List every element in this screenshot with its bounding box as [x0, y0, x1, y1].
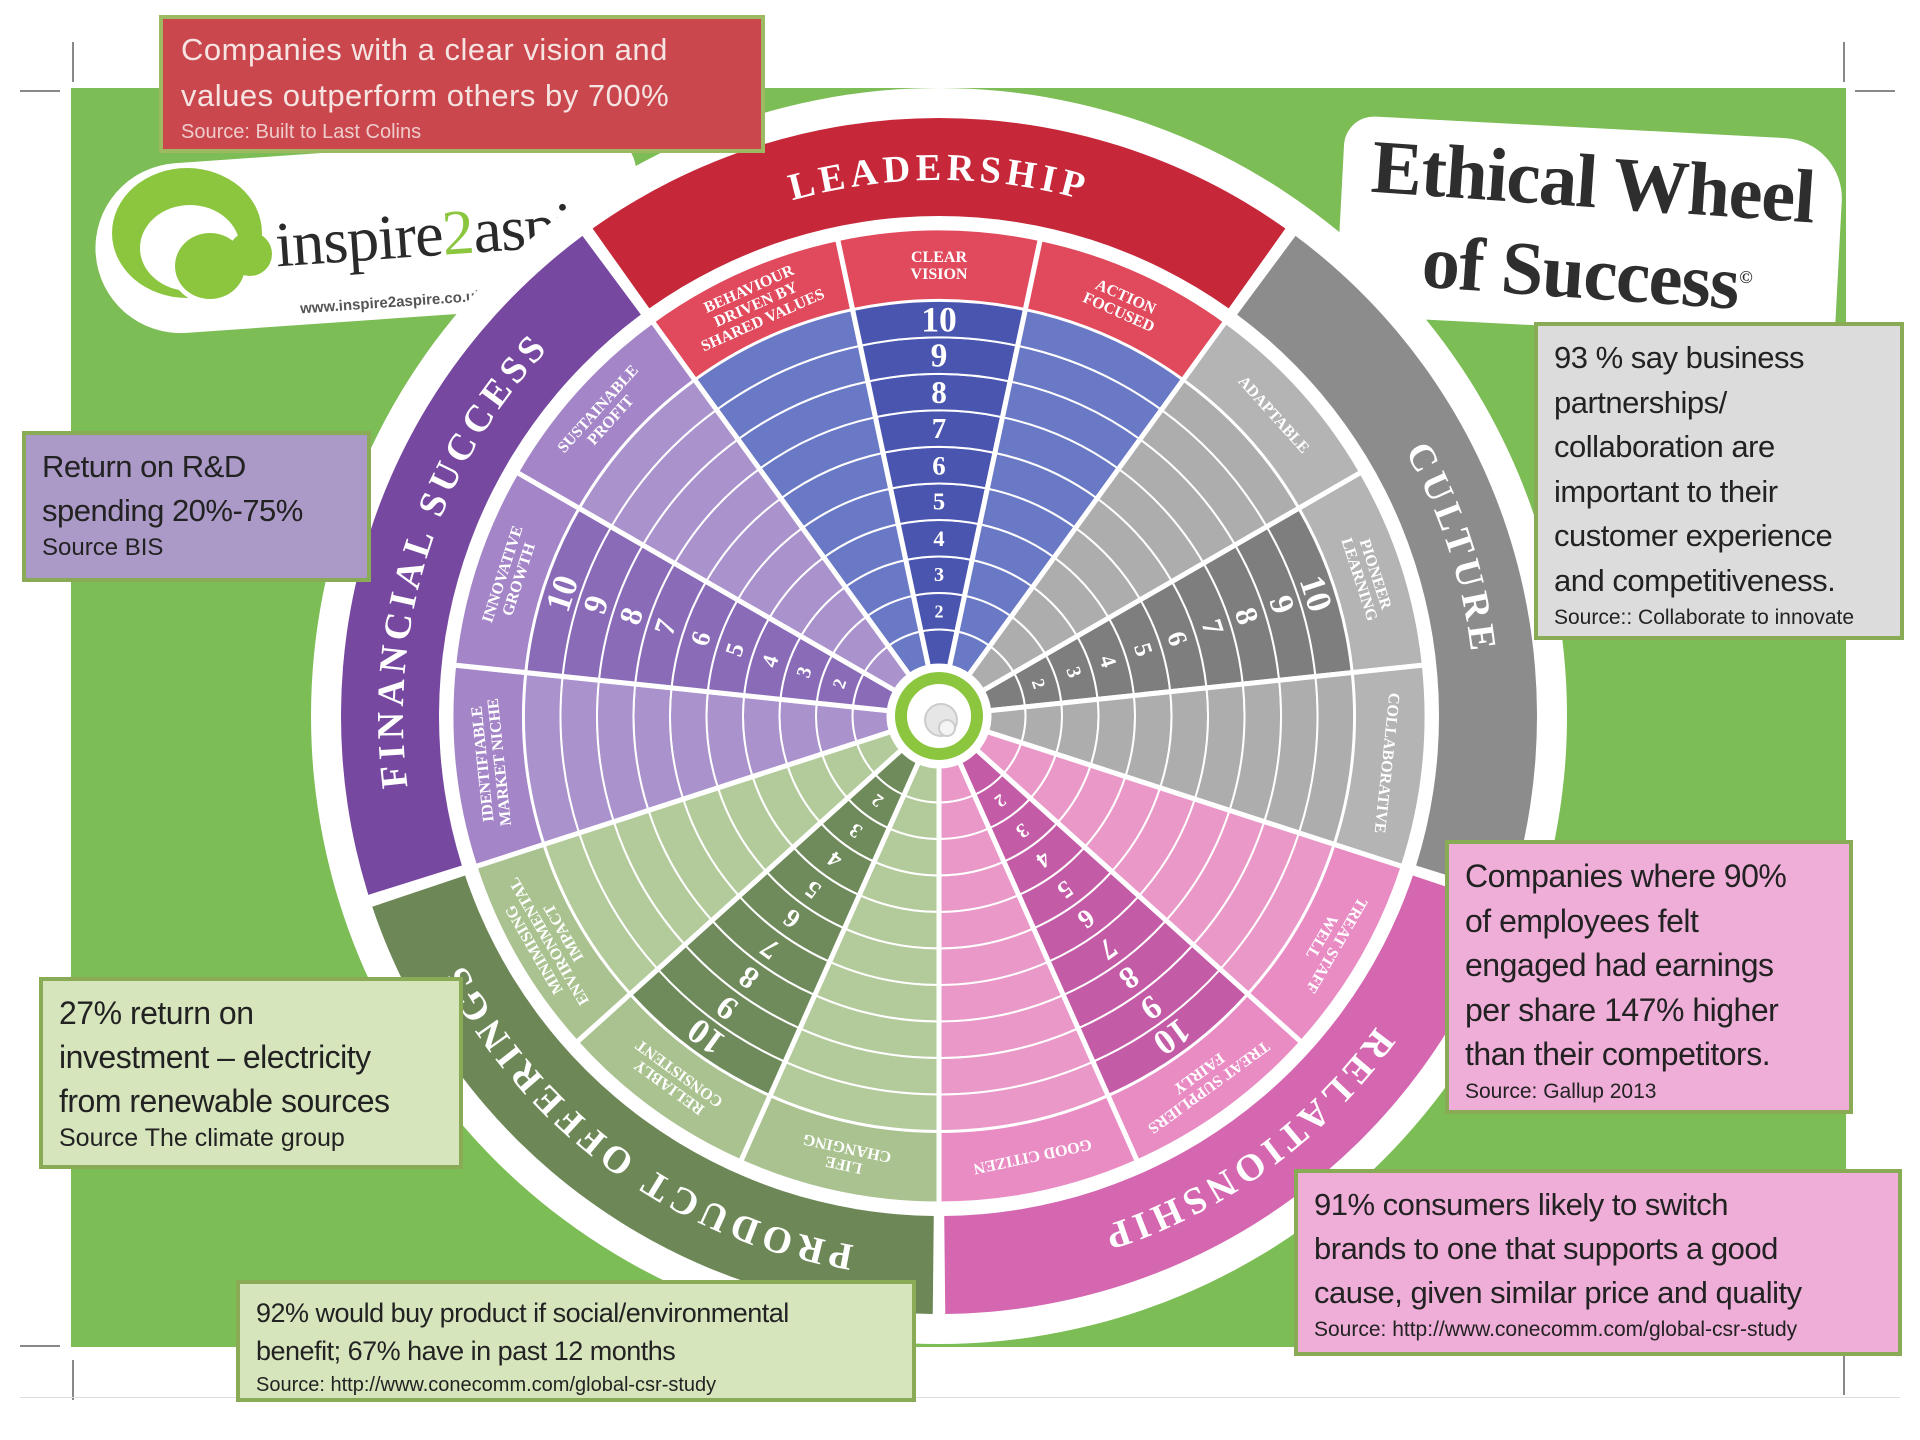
callout-line: 91% consumers likely to switch	[1314, 1187, 1729, 1222]
callout-line: benefit; 67% have in past 12 months	[256, 1336, 676, 1366]
category-band-relationship	[944, 875, 1506, 1314]
callout-line: investment – electricity	[59, 1039, 371, 1075]
score-number: 6	[932, 450, 945, 480]
crop-mark	[1843, 1355, 1845, 1395]
crop-mark	[72, 1360, 74, 1400]
segment-outline	[834, 225, 1044, 671]
callout-consumers: 91% consumers likely to switch brands to…	[1294, 1169, 1902, 1356]
segment-outline	[972, 728, 1407, 1047]
segment-outline	[983, 662, 1430, 870]
score-number: 10	[921, 299, 957, 339]
crop-mark	[72, 42, 74, 82]
callout-source: Source The climate group	[59, 1124, 345, 1152]
crop-mark	[1855, 90, 1895, 92]
callout-text: 93 % say business partnerships/ collabor…	[1554, 336, 1884, 603]
callout-source: Source:: Collaborate to innovate	[1554, 606, 1855, 629]
segment-outline	[956, 745, 1306, 1166]
segment-outline	[471, 728, 906, 1047]
callout-line: from renewable sources	[59, 1083, 390, 1119]
callout-text: 27% return on investment – electricity f…	[59, 991, 443, 1123]
callout-line: collaboration are	[1554, 429, 1775, 464]
callout-line: of employees felt	[1465, 902, 1699, 939]
segment-label: CLEAR	[911, 249, 967, 266]
callout-source: Source: Built to Last Colins	[181, 121, 422, 143]
score-number: 3	[934, 564, 944, 586]
callout-line: and competitiveness.	[1554, 562, 1836, 598]
callout-vision: Companies with a clear vision and values …	[159, 15, 765, 153]
page-edge	[20, 1397, 1900, 1398]
callout-line: engaged had earnings	[1465, 947, 1774, 983]
segment-outline	[572, 745, 922, 1166]
callout-line: 93 % say business	[1554, 340, 1804, 375]
callout-engagement: Companies where 90% of employees felt en…	[1445, 840, 1853, 1114]
callout-line: customer experience	[1554, 518, 1833, 553]
callout-source: Source: http://www.conecomm.com/global-c…	[256, 1374, 717, 1396]
callout-line: important to their	[1554, 473, 1778, 509]
score-number: 5	[933, 488, 945, 515]
callout-text: Companies with a clear vision and values …	[181, 27, 743, 119]
crop-mark	[1843, 42, 1845, 82]
score-number: 7	[932, 413, 947, 445]
segment-label: VISION	[911, 266, 968, 283]
callout-line: values outperform others by 700%	[181, 78, 670, 113]
callout-text: Companies where 90% of employees felt en…	[1465, 854, 1833, 1077]
callout-line: partnerships/	[1554, 384, 1727, 420]
score-number: 2	[935, 601, 944, 621]
segment-outline	[450, 468, 900, 714]
callout-rnd: Return on R&D spending 20%-75% Source BIS	[22, 431, 371, 582]
category-band-financial-success	[340, 235, 641, 895]
callout-text: 92% would buy product if social/environm…	[256, 1294, 896, 1370]
callout-line: spending 20%-75%	[42, 493, 303, 528]
hub-logo-dot-icon	[938, 719, 956, 737]
callout-text: Return on R&D spending 20%-75%	[42, 445, 351, 533]
callout-line: than their competitors.	[1465, 1036, 1771, 1072]
score-number: 4	[933, 526, 944, 551]
callout-line: per share 147% higher	[1465, 991, 1779, 1028]
callout-line: Companies where 90%	[1465, 858, 1787, 894]
callout-source: Source BIS	[42, 534, 164, 561]
logo-circle-dot	[228, 232, 272, 276]
callout-line: cause, given similar price and quality	[1314, 1275, 1802, 1310]
segment-outline	[936, 758, 1141, 1207]
segment-outline	[946, 235, 1230, 680]
score-number: 8	[931, 375, 947, 410]
segment-outline	[964, 317, 1366, 695]
callout-line: Return on R&D	[42, 449, 246, 484]
category-band-culture	[1237, 235, 1537, 895]
callout-product: 92% would buy product if social/environm…	[236, 1280, 916, 1402]
callout-text: 91% consumers likely to switch brands to…	[1314, 1183, 1882, 1315]
callout-renewable: 27% return on investment – electricity f…	[39, 977, 463, 1169]
category-band-product-offerings	[372, 875, 934, 1314]
segment-outline	[512, 317, 914, 695]
callout-line: Companies with a clear vision and	[181, 32, 668, 67]
segment-outline	[648, 235, 932, 680]
crop-mark	[20, 90, 60, 92]
score-number: 9	[931, 337, 948, 374]
segment-outline	[737, 758, 942, 1207]
segment-outline	[448, 662, 895, 870]
segment-outline	[978, 468, 1428, 714]
callout-line: brands to one that supports a good	[1314, 1231, 1778, 1266]
callout-source: Source: Gallup 2013	[1465, 1079, 1657, 1103]
category-band-leadership	[592, 117, 1286, 309]
callout-line: 92% would buy product if social/environm…	[256, 1298, 789, 1328]
callout-line: 27% return on	[59, 995, 254, 1031]
callout-partnerships: 93 % say business partnerships/ collabor…	[1534, 322, 1904, 640]
callout-source: Source: http://www.conecomm.com/global-c…	[1314, 1318, 1798, 1341]
crop-mark	[20, 1345, 60, 1347]
